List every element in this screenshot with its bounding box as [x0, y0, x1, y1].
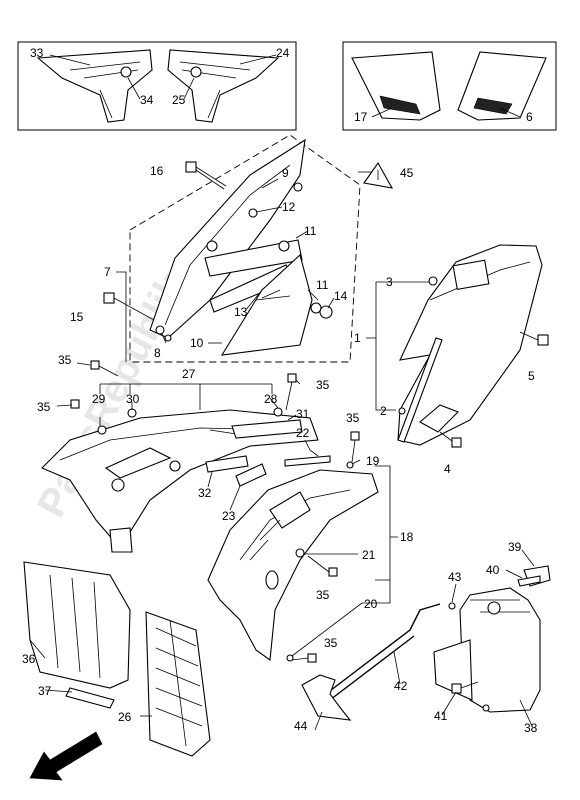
side-panel-18: [207, 469, 379, 661]
collar-19: [346, 461, 354, 469]
callout-6: 6: [526, 110, 533, 124]
callout-41: 41: [434, 709, 448, 723]
callout-4: 4: [444, 462, 451, 476]
bolt-15: [103, 292, 155, 321]
radiator-grill-26: [145, 611, 211, 757]
graphic-33-left: [36, 49, 153, 123]
callout-24: 24: [276, 46, 290, 60]
callout-23: 23: [222, 509, 236, 523]
callout-14: 14: [334, 289, 348, 303]
fuel-tank-38: [433, 587, 541, 713]
callout-30: 30: [126, 392, 140, 406]
callout-35-e: 35: [316, 588, 330, 602]
clip-29: [97, 425, 107, 435]
callout-40: 40: [486, 563, 500, 577]
callout-42: 42: [394, 679, 408, 693]
callout-35-d: 35: [346, 411, 360, 425]
radiator-louver-36: [23, 561, 131, 689]
inset-side-cover-graphics: [342, 41, 557, 131]
callout-32: 32: [198, 486, 212, 500]
protector-44: [301, 674, 352, 721]
callout-27: 27: [182, 367, 196, 381]
callout-12: 12: [282, 200, 296, 214]
callout-17: 17: [354, 110, 368, 124]
assembly-boundary-7: [129, 134, 361, 363]
callout-29: 29: [92, 392, 106, 406]
callout-11-b: 11: [316, 278, 329, 292]
callout-19: 19: [366, 454, 380, 468]
callout-8: 8: [154, 346, 161, 360]
callout-labels: 33 34 24 25 17 6 16 9 45 12 11 7 11 14 1…: [22, 46, 538, 735]
callout-18: 18: [400, 530, 414, 544]
bolt-5: [519, 331, 549, 346]
bolt-4: [439, 431, 462, 448]
clip-28: [273, 407, 283, 417]
strip-32: [205, 455, 249, 473]
callout-9: 9: [282, 166, 289, 180]
callout-39: 39: [508, 540, 522, 554]
callout-2: 2: [380, 404, 387, 418]
clip-30: [127, 408, 137, 418]
callout-28: 28: [264, 392, 278, 406]
gasket-40: [517, 575, 541, 587]
callout-35-f: 35: [324, 636, 338, 650]
callout-10: 10: [190, 336, 204, 350]
callout-13: 13: [234, 305, 248, 319]
strip-22: [284, 455, 331, 467]
callout-20: 20: [364, 597, 378, 611]
callout-21: 21: [362, 548, 376, 562]
clip-43: [448, 602, 456, 610]
callout-15: 15: [70, 310, 84, 324]
callout-26: 26: [118, 710, 132, 724]
callout-11-a: 11: [304, 224, 317, 238]
callout-36: 36: [22, 652, 36, 666]
callout-35-c: 35: [316, 378, 330, 392]
bolt-35-e: [328, 567, 338, 577]
strip-37: [65, 687, 115, 709]
callout-31: 31: [296, 407, 310, 421]
collar-20: [286, 654, 294, 662]
front-direction-arrow-icon: [29, 731, 103, 781]
bolt-35-c: [287, 373, 297, 383]
callout-44: 44: [294, 719, 308, 733]
callout-38: 38: [524, 721, 538, 735]
grommet-3: [428, 276, 438, 286]
part-10-plate: [220, 253, 313, 356]
callout-16: 16: [150, 164, 164, 178]
callout-33: 33: [30, 46, 44, 60]
callout-43: 43: [448, 570, 462, 584]
bolt-35-b: [70, 399, 80, 409]
callout-45: 45: [400, 166, 414, 180]
breather-hose-42: [317, 603, 441, 701]
inset-shroud-graphics: [17, 41, 297, 131]
bolt-16: [185, 161, 227, 190]
callout-35-a: 35: [58, 353, 72, 367]
callout-3: 3: [386, 275, 393, 289]
callout-5: 5: [528, 369, 535, 383]
graphic-24-right: [167, 49, 280, 123]
grommet-21: [295, 548, 305, 558]
callout-7: 7: [104, 265, 111, 279]
collar-2: [398, 407, 406, 415]
callout-22: 22: [296, 426, 310, 440]
bolt-41: [451, 681, 479, 694]
bolt-35-a: [90, 360, 100, 370]
strip-23: [235, 463, 267, 487]
graphic-17-left: [351, 51, 441, 121]
callout-25: 25: [172, 93, 186, 107]
leader-lines: [29, 54, 535, 731]
shroud-upper-assembly: [149, 138, 333, 356]
callout-37: 37: [38, 684, 52, 698]
callout-1: 1: [354, 331, 361, 345]
bolt-35-d: [350, 431, 360, 441]
callout-34: 34: [140, 93, 154, 107]
callout-35-b: 35: [37, 400, 51, 414]
strip-31: [231, 419, 303, 439]
side-cover-1: [397, 244, 543, 446]
bolt-35-f: [307, 653, 317, 663]
